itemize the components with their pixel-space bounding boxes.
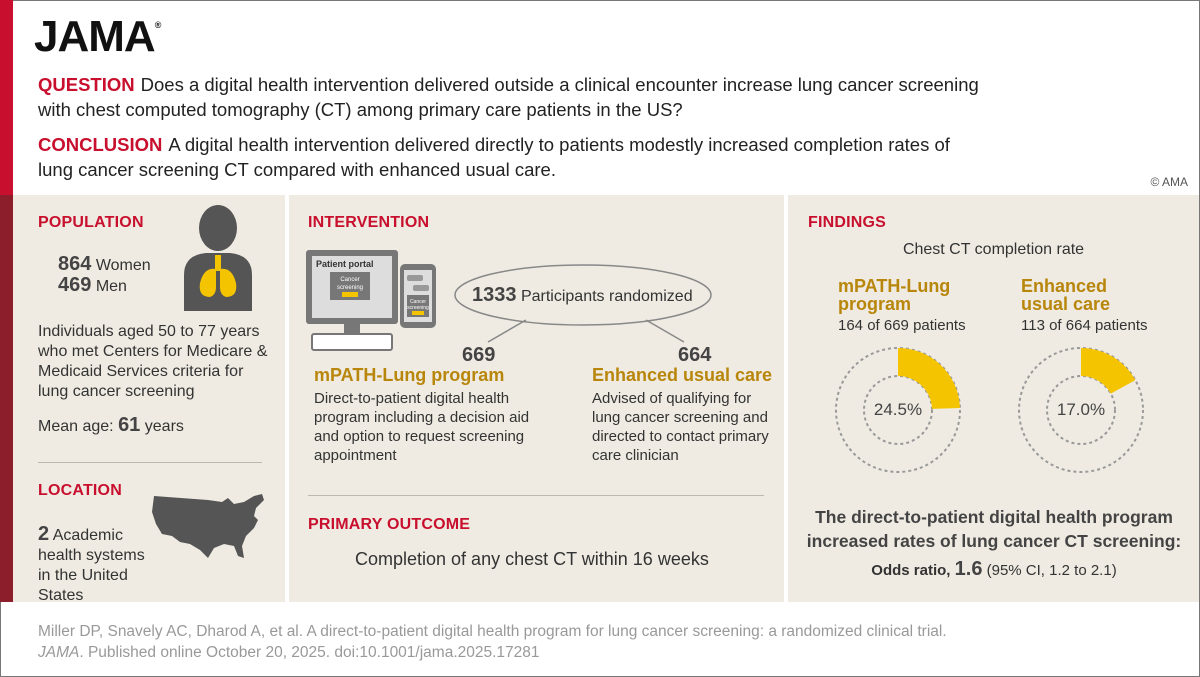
arm2-description: Advised of qualifying for lung cancer sc… [592,390,769,464]
findings-panel [788,195,1199,602]
odds-ratio: Odds ratio, 1.6 (95% CI, 1.2 to 2.1) [871,558,1117,580]
population-criteria: Individuals aged 50 to 77 years who met … [38,323,268,400]
findings-subtitle: Chest CT completion rate [902,241,1085,258]
intervention-heading: INTERVENTION [308,214,430,231]
women-stat: 864 Women [58,253,151,275]
arm2-rate-wedge [1081,348,1136,394]
mean-age: Mean age: 61 years [38,414,184,436]
person-lungs-icon [184,205,252,311]
arm2-count: 664 [678,344,712,366]
portal-label: Patient portal [316,259,374,269]
question-text: Does a digital health intervention deliv… [38,74,979,120]
accent-bar-top [0,0,13,195]
svg-text:screening: screening [337,285,363,291]
population-heading: POPULATION [38,214,144,231]
findings-summary: The direct-to-patient digital health pro… [806,507,1182,551]
location-heading: LOCATION [38,482,122,499]
computer-phone-icon: Patient portal Cancer screening Cancer s… [306,250,436,351]
svg-text:Cancer: Cancer [410,299,426,305]
primary-outcome-text: Completion of any chest CT within 16 wee… [355,549,709,569]
arm1-description: Direct-to-patient digital health program… [314,390,530,464]
question-label: QUESTION [38,74,135,95]
jama-logo: JAMA® [34,12,161,61]
arm1-rate-chart: 24.5% [835,347,961,473]
divider [308,495,764,496]
arm2-rate-chart: 17.0% [1018,347,1144,473]
copyright: © AMA [1150,175,1188,189]
findings-heading: FINDINGS [808,214,887,231]
randomization-diagram [454,264,712,343]
arm1-rate-label: 24.5% [874,400,922,419]
findings-arm2-patients: 113 of 664 patients [1021,317,1148,334]
location-text: 2 Academic health systems in the United … [38,523,145,604]
accent-bar-middle [0,195,13,602]
arm1-rate-wedge [898,348,960,409]
svg-text:screening: screening [407,305,429,311]
arm1-name: mPATH-Lung program [314,365,505,385]
primary-outcome-heading: PRIMARY OUTCOME [308,516,471,533]
findings-arm1-patients: 164 of 669 patients [838,317,966,334]
conclusion-label: CONCLUSION [38,134,163,155]
us-map-icon [152,494,264,558]
men-stat: 469 Men [58,274,127,296]
divider [38,462,262,463]
randomized-participants: 1333 Participants randomized [472,284,693,306]
arm2-rate-label: 17.0% [1057,400,1105,419]
conclusion-text: A digital health intervention delivered … [38,134,950,180]
arm1-count: 669 [462,344,496,366]
svg-text:Cancer: Cancer [340,277,359,283]
arm2-name: Enhanced usual care [592,365,773,385]
citation: Miller DP, Snavely AC, Dharod A, et al. … [38,623,947,661]
